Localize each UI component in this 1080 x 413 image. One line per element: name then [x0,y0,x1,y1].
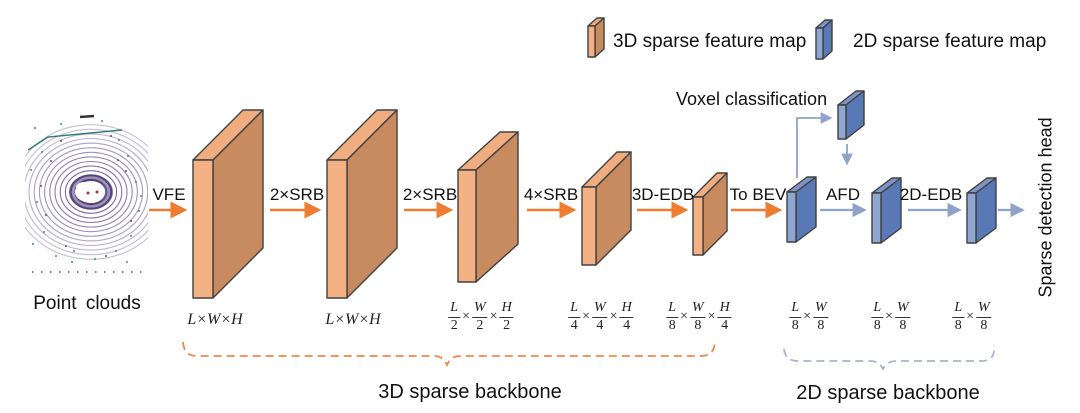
srb2-second-label: 2×SRB [402,185,458,204]
srb2-first-label: 2×SRB [269,185,325,204]
srb4-label: 4×SRB [523,185,579,204]
legend-2d-label: 2D sparse feature map [853,31,1047,52]
lidar-rings [25,124,148,260]
backbone-2d-label: 2D sparse backbone [796,382,980,404]
point-clouds-caption: Point clouds [33,293,141,314]
feature-map-2d-2 [871,177,902,244]
voxel-classification-box [837,90,865,140]
sparse-detection-head-label: Sparse detection head [1035,117,1056,298]
backbone-2d-brace [783,344,996,372]
scatter-points-purple [40,135,132,257]
backbone-3d-label: 3D sparse backbone [378,381,562,403]
road-edge-line [27,129,123,151]
voxel-branch-arrow [796,112,833,178]
legend-2d-box [815,19,833,60]
dim-label-1: L×W×H [187,311,243,328]
dim-label-2: L×W×H [325,311,381,328]
legend-3d-box [587,17,605,58]
feature-map-3d-5 [692,172,728,256]
point-cloud-image [25,114,148,273]
backbone-3d-brace [182,341,716,368]
to-bev-label: To BEV [729,185,787,204]
edb-3d-label: 3D-EDB [631,185,695,204]
feature-map-2d-3 [966,177,997,244]
legend-3d-label: 3D sparse feature map [613,31,807,52]
afd-label: AFD [826,185,860,204]
scatter-points-teal [30,120,142,263]
feature-map-3d-3 [457,131,519,283]
feature-map-3d-4 [581,151,632,266]
feature-map-2d-1 [786,176,817,243]
voxel-classification-label: Voxel classification [676,89,828,109]
feature-map-3d-2 [326,109,398,299]
feature-map-3d-1 [192,109,264,299]
vfe-label: VFE [152,185,186,204]
edb-2d-label: 2D-EDB [899,185,963,204]
